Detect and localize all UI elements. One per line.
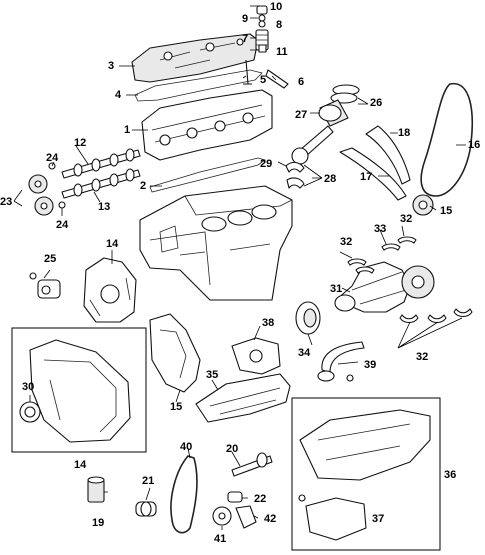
callout-7: 7 bbox=[242, 33, 248, 45]
callout-33: 33 bbox=[374, 223, 386, 235]
callout-32-top-left: 32 bbox=[340, 236, 352, 248]
callout-24-top: 24 bbox=[46, 152, 59, 164]
callout-17: 17 bbox=[360, 171, 372, 183]
callout-36: 36 bbox=[444, 469, 456, 481]
callout-9: 9 bbox=[242, 13, 248, 25]
callout-16: 16 bbox=[468, 139, 480, 151]
serpentine-belt-part bbox=[170, 455, 198, 534]
callout-12: 12 bbox=[74, 137, 86, 149]
callout-39: 39 bbox=[364, 359, 376, 371]
chain-guide-upper-part bbox=[365, 125, 411, 185]
valve-cover-part bbox=[131, 33, 259, 83]
callout-34: 34 bbox=[298, 347, 311, 359]
bearings-part bbox=[347, 236, 473, 324]
callout-8: 8 bbox=[276, 19, 282, 31]
oil-filter-adapter-part bbox=[231, 337, 281, 375]
camshafts-part bbox=[61, 148, 141, 199]
callout-30: 30 bbox=[22, 381, 34, 393]
oil-pump-cover-part bbox=[149, 313, 201, 393]
callout-15-oil-pump: 15 bbox=[170, 401, 182, 413]
crank-sprocket-part bbox=[412, 194, 434, 216]
callout-32-top-right: 32 bbox=[400, 213, 412, 225]
valvetrain-part bbox=[243, 5, 289, 89]
timing-chain-part bbox=[420, 82, 473, 197]
cylinder-head-part bbox=[141, 89, 273, 161]
valve-cover-gasket-part bbox=[134, 69, 263, 102]
engine-block-part bbox=[139, 185, 293, 301]
callout-32-bottom: 32 bbox=[416, 351, 428, 363]
callout-41: 41 bbox=[214, 533, 226, 545]
cam-phasers-part bbox=[28, 162, 66, 216]
oil-filter-part bbox=[87, 476, 105, 503]
callout-21: 21 bbox=[142, 475, 154, 487]
idler-pulley-part bbox=[135, 501, 157, 517]
callout-24-bottom: 24 bbox=[56, 219, 69, 231]
callout-2: 2 bbox=[140, 180, 146, 192]
callout-14-timing-cover: 14 bbox=[106, 238, 119, 250]
callout-37: 37 bbox=[372, 513, 384, 525]
callout-18: 18 bbox=[398, 127, 410, 139]
tensioner-bracket-part bbox=[235, 505, 257, 529]
callout-1: 1 bbox=[124, 124, 130, 136]
callout-23: 23 bbox=[0, 196, 12, 208]
callout-38: 38 bbox=[262, 317, 274, 329]
timing-cover-front-part bbox=[83, 257, 137, 323]
bushing-part bbox=[227, 491, 243, 503]
crankshaft-part bbox=[334, 261, 435, 313]
callout-25: 25 bbox=[44, 253, 56, 265]
callout-26: 26 bbox=[370, 97, 382, 109]
callout-4: 4 bbox=[115, 89, 122, 101]
callout-20: 20 bbox=[226, 443, 238, 455]
water-pump-part bbox=[29, 272, 61, 299]
callout-40: 40 bbox=[180, 441, 192, 453]
callout-13: 13 bbox=[98, 201, 110, 213]
balance-shaft-part bbox=[231, 452, 273, 477]
callout-19: 19 bbox=[92, 517, 104, 529]
callout-11: 11 bbox=[276, 46, 288, 58]
callout-22: 22 bbox=[254, 493, 266, 505]
harmonic-balancer-part bbox=[295, 301, 321, 335]
piston-assembly-part bbox=[285, 84, 360, 189]
tensioner-pulley-part bbox=[212, 506, 232, 526]
callout-3: 3 bbox=[108, 60, 114, 72]
callout-10: 10 bbox=[270, 1, 282, 13]
chain-guide-lower-part bbox=[339, 147, 407, 201]
callout-27: 27 bbox=[295, 109, 307, 121]
oil-pan-inset-box bbox=[291, 397, 441, 551]
callout-35: 35 bbox=[206, 369, 218, 381]
front-cover-inset-box bbox=[11, 327, 147, 453]
callout-28: 28 bbox=[324, 173, 336, 185]
callout-14-front-cover: 14 bbox=[74, 459, 87, 471]
callout-29: 29 bbox=[260, 158, 272, 170]
callout-31: 31 bbox=[330, 283, 342, 295]
front-cover-part bbox=[19, 339, 131, 443]
oil-pan-upper-part bbox=[195, 373, 291, 423]
oil-pickup-tube-part bbox=[317, 341, 365, 382]
head-gasket-part bbox=[149, 157, 266, 193]
callout-5: 5 bbox=[260, 74, 266, 86]
oil-pan-lower-part bbox=[298, 409, 431, 541]
callout-numbers: 10 9 8 7 11 3 5 6 4 26 27 1 18 12 16 24 … bbox=[0, 1, 480, 545]
callout-42: 42 bbox=[264, 513, 276, 525]
callout-6: 6 bbox=[298, 76, 304, 88]
callout-15-sprocket: 15 bbox=[440, 205, 452, 217]
leader-lines bbox=[13, 5, 466, 530]
